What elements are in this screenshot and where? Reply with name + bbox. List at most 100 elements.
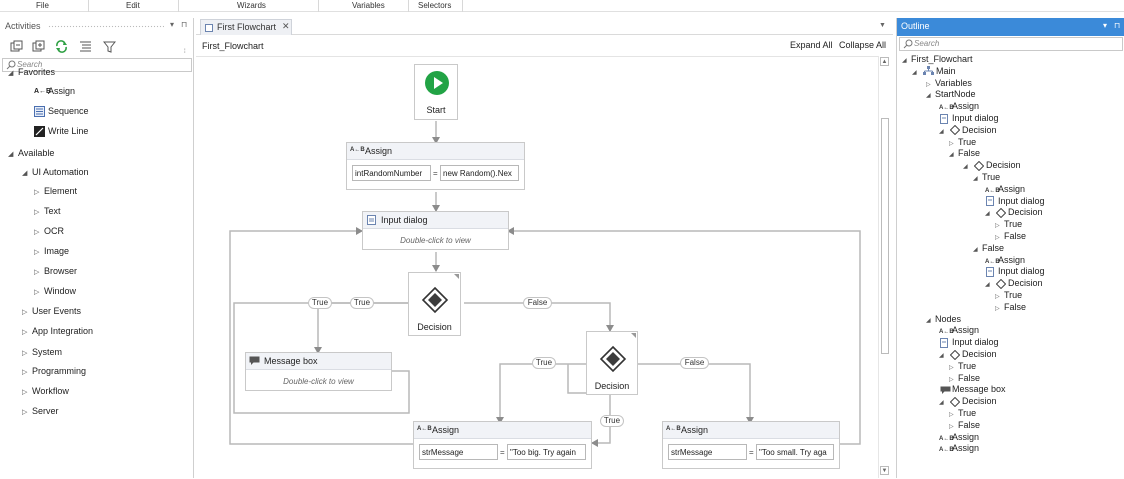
collapsed-triangle-icon[interactable]: ▷ <box>995 305 1000 312</box>
outline-tree-item[interactable]: A←BAssign <box>985 255 1025 268</box>
decision-node-2[interactable]: Decision <box>586 331 638 395</box>
decision-node[interactable]: Decision <box>408 272 461 336</box>
expanded-triangle-icon[interactable]: ◢ <box>926 93 931 100</box>
breadcrumb[interactable]: First_Flowchart <box>202 41 264 51</box>
activity-tree-item[interactable]: ▷Workflow <box>22 386 69 396</box>
close-icon[interactable]: ✕ <box>282 21 290 31</box>
chevron-down-icon[interactable]: ▾ <box>1103 21 1108 30</box>
edge-label-false[interactable]: False <box>680 357 709 369</box>
collapsed-triangle-icon[interactable]: ▷ <box>34 229 40 236</box>
outline-tree-item[interactable]: ◢False <box>973 243 1004 256</box>
edge-label-true[interactable]: True <box>350 297 374 309</box>
expanded-triangle-icon[interactable]: ◢ <box>985 211 990 218</box>
outline-tree-item[interactable]: ◢False <box>949 148 980 161</box>
outline-tree-item[interactable]: A←BAssign <box>939 443 979 456</box>
outline-tree-item[interactable]: ▷False <box>995 302 1026 315</box>
activity-tree-item[interactable]: Sequence <box>34 106 89 118</box>
collapsed-triangle-icon[interactable]: ▷ <box>22 309 28 316</box>
outline-tree-item[interactable]: ◢Main <box>912 66 956 79</box>
outline-search-input[interactable]: Search <box>899 37 1123 51</box>
outline-tree-item[interactable]: A←BAssign <box>939 325 979 338</box>
outline-tree-item[interactable]: ▷True <box>995 219 1022 232</box>
expanded-triangle-icon[interactable]: ◢ <box>973 246 978 253</box>
outline-tree-item[interactable]: ◢Decision <box>939 396 997 409</box>
outline-tree-item[interactable]: A←BAssign <box>939 101 979 114</box>
chevron-down-icon[interactable]: ▼ <box>879 22 886 29</box>
outline-tree-item[interactable]: Input dialog <box>985 266 1045 278</box>
activity-tree-item[interactable]: ▷Text <box>34 206 61 216</box>
collapsed-triangle-icon[interactable]: ▷ <box>34 289 40 296</box>
edge-label-true[interactable]: True <box>532 357 556 369</box>
assign-value-field[interactable]: "Too small. Try aga <box>756 444 834 460</box>
activity-tree-item[interactable]: ▷Image <box>34 246 69 256</box>
expanded-triangle-icon[interactable]: ◢ <box>939 128 944 135</box>
expanded-triangle-icon[interactable]: ◢ <box>963 164 968 171</box>
outline-tree-item[interactable]: ▷Variables <box>926 78 972 91</box>
expanded-triangle-icon[interactable]: ◢ <box>973 176 978 182</box>
activity-tree-item[interactable]: ▷Server <box>22 406 59 416</box>
collapsed-triangle-icon[interactable]: ▷ <box>34 209 40 216</box>
outline-tree-item[interactable]: ▷True <box>949 408 976 421</box>
edge-label-true[interactable]: True <box>308 297 332 309</box>
collapsed-triangle-icon[interactable]: ▷ <box>995 294 1000 300</box>
edge-label-false[interactable]: False <box>523 297 552 309</box>
menu-selectors[interactable]: Selectors <box>418 1 452 10</box>
chevron-down-icon[interactable]: ▾ <box>170 20 175 29</box>
expanded-triangle-icon[interactable]: ◢ <box>939 400 944 407</box>
collapsed-triangle-icon[interactable]: ▷ <box>22 369 28 376</box>
activity-tree-item[interactable]: ▷Programming <box>22 366 86 376</box>
outline-tree-item[interactable]: ◢Decision <box>985 278 1043 291</box>
list-view-icon[interactable] <box>79 40 92 53</box>
expanded-triangle-icon[interactable]: ◢ <box>8 151 14 158</box>
collapsed-triangle-icon[interactable]: ▷ <box>22 350 28 357</box>
edge-label-true[interactable]: True <box>600 415 624 427</box>
outline-tree-item[interactable]: ◢StartNode <box>926 89 976 102</box>
collapsed-triangle-icon[interactable]: ▷ <box>949 412 954 418</box>
assign-too-small-node[interactable]: A←B Assign strMessage = "Too small. Try … <box>662 421 840 469</box>
menu-variables[interactable]: Variables <box>352 1 385 10</box>
collapsed-triangle-icon[interactable]: ▷ <box>995 223 1000 230</box>
activities-search-input[interactable]: Search <box>2 58 192 72</box>
collapsed-triangle-icon[interactable]: ▷ <box>949 423 954 430</box>
outline-tree-item[interactable]: ◢Nodes <box>926 314 961 327</box>
expanded-triangle-icon[interactable]: ◢ <box>902 58 907 64</box>
outline-tree-item[interactable]: ◢Decision <box>963 160 1021 173</box>
expanded-triangle-icon[interactable]: ◢ <box>912 69 917 76</box>
assign-to-field[interactable]: strMessage <box>419 444 498 460</box>
collapsed-triangle-icon[interactable]: ▷ <box>949 376 954 383</box>
outline-tree-item[interactable]: Input dialog <box>939 337 999 348</box>
refresh-icon[interactable] <box>55 40 68 53</box>
outline-tree-item[interactable]: ▷True <box>995 290 1022 303</box>
activity-tree-item[interactable]: ◢Available <box>8 148 54 158</box>
assign-value-field[interactable]: new Random().Nex <box>440 165 519 181</box>
expanded-triangle-icon[interactable]: ◢ <box>22 170 28 177</box>
outline-tree-item[interactable]: ▷False <box>995 231 1026 244</box>
activity-tree-item[interactable]: ▷Browser <box>34 266 77 276</box>
collapsed-triangle-icon[interactable]: ▷ <box>949 140 954 147</box>
expanded-triangle-icon[interactable]: ◢ <box>926 317 931 324</box>
scroll-down-icon[interactable]: ▼ <box>880 466 889 475</box>
activity-tree-item[interactable]: ◢UI Automation <box>22 167 89 177</box>
pin-icon[interactable]: ⊓ <box>1114 21 1121 30</box>
collapsed-triangle-icon[interactable]: ▷ <box>995 235 1000 241</box>
outline-tree-item[interactable]: ▷True <box>949 361 976 374</box>
start-node[interactable]: Start <box>414 64 458 120</box>
flowchart-canvas[interactable]: Start A←B Assign intRandomNumber = new R… <box>196 56 879 478</box>
outline-tree-item[interactable]: ◢True <box>973 172 1000 185</box>
activity-tree-item[interactable]: ◢Favorites <box>8 67 55 77</box>
pin-icon[interactable]: ⊓ <box>181 20 188 29</box>
expanded-triangle-icon[interactable]: ◢ <box>949 152 954 159</box>
outline-tree-item[interactable]: ▷True <box>949 137 976 150</box>
menu-edit[interactable]: Edit <box>126 1 140 10</box>
designer-scrollbar[interactable]: ▲ ▼ <box>878 56 890 478</box>
outline-tree-item[interactable]: Message box <box>939 384 1006 395</box>
assign-random-node[interactable]: A←B Assign intRandomNumber = new Random(… <box>346 142 525 190</box>
scroll-thumb[interactable] <box>881 118 889 354</box>
collapse-all-icon[interactable] <box>10 40 23 53</box>
outline-tree-item[interactable]: Input dialog <box>939 113 999 124</box>
outline-tree-item[interactable]: A←BAssign <box>985 184 1025 197</box>
menu-file[interactable]: File <box>36 1 49 10</box>
collapsed-triangle-icon[interactable]: ▷ <box>34 189 40 196</box>
collapsed-triangle-icon[interactable]: ▷ <box>34 269 40 276</box>
outline-tree-item[interactable]: ◢Decision <box>939 349 997 362</box>
